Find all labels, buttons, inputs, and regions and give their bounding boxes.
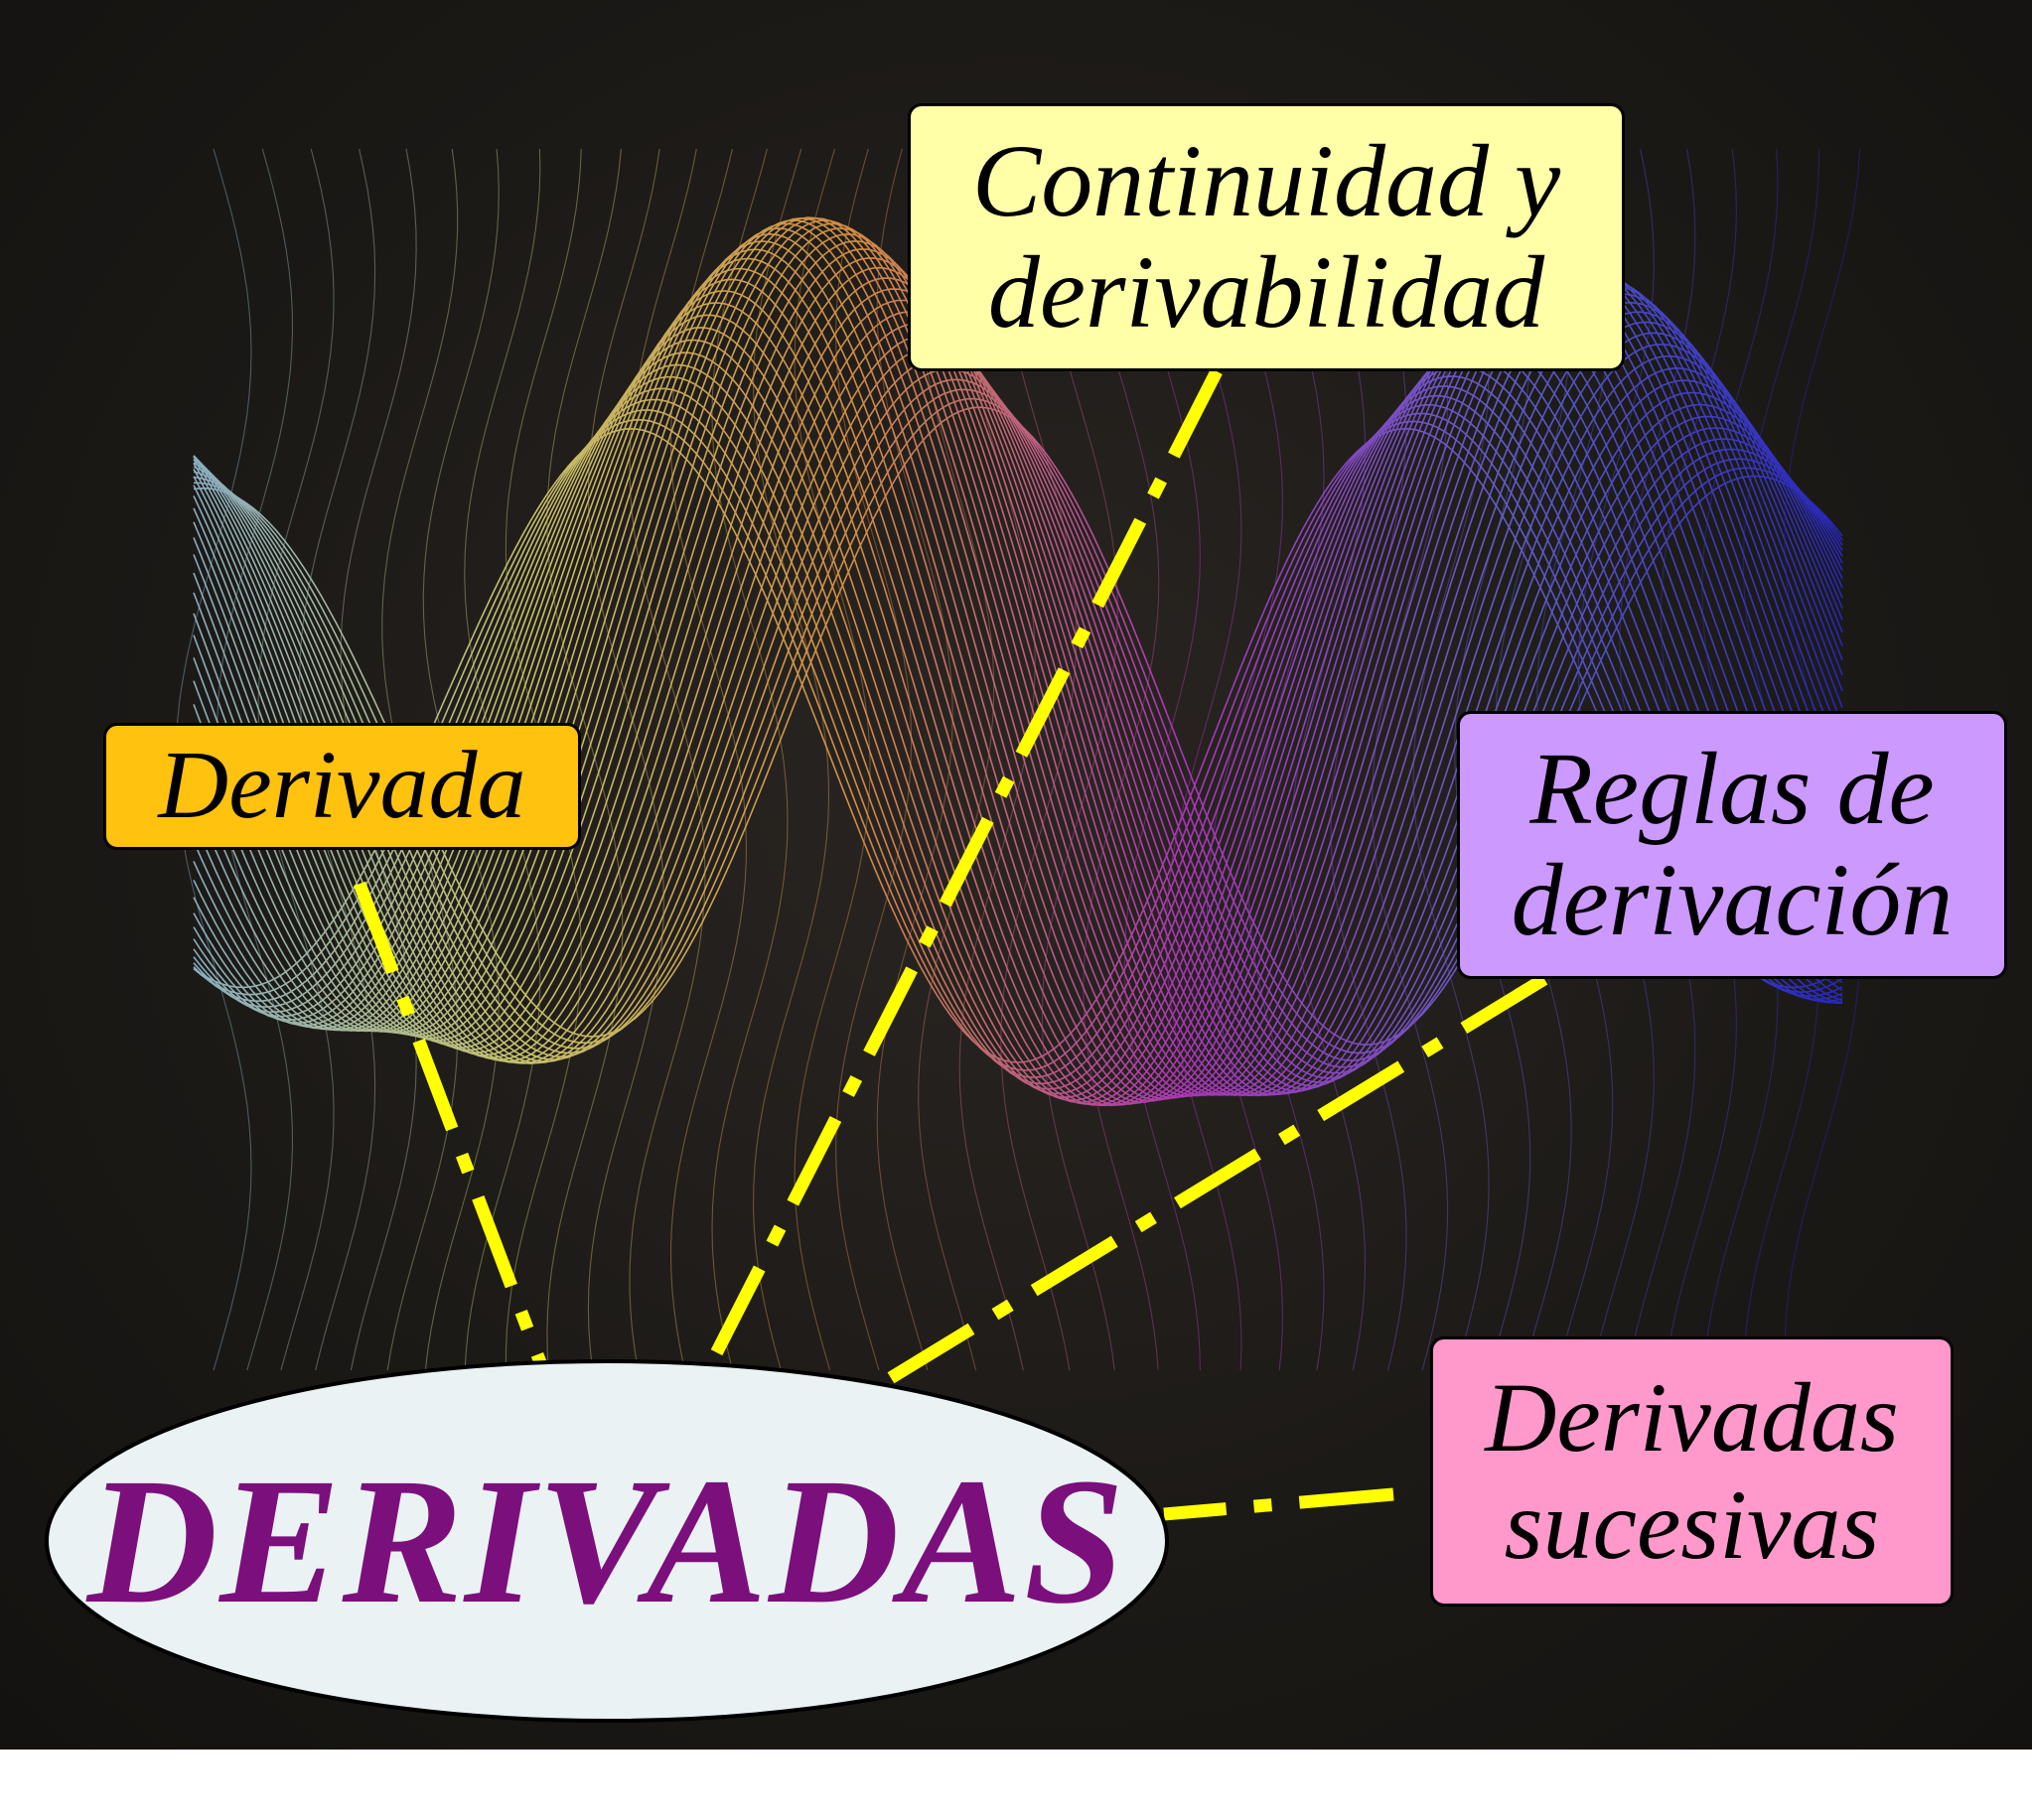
center-node bbox=[45, 1359, 1169, 1723]
connector-reglas bbox=[880, 973, 1548, 1388]
wave-line bbox=[193, 299, 1843, 1094]
wave-line bbox=[193, 409, 1843, 1078]
topic-derivada: Derivada bbox=[103, 723, 581, 850]
wave-mesh-line bbox=[876, 148, 953, 1371]
diagram-canvas: DERIVADAS Derivada Continuidad y derivab… bbox=[0, 0, 2032, 1750]
wave-line bbox=[193, 398, 1843, 1085]
connector-derivada bbox=[353, 881, 548, 1368]
topic-sucesivas-line-1: Derivadas bbox=[1485, 1362, 1899, 1472]
wave-mesh-line bbox=[587, 148, 664, 1371]
connector-lines bbox=[353, 368, 1548, 1521]
topic-reglas-line-1: Reglas de bbox=[1529, 731, 1935, 846]
wave-line bbox=[193, 311, 1843, 1092]
wave-mesh-line bbox=[629, 148, 706, 1371]
connector-sucesivas bbox=[1163, 1487, 1394, 1521]
wave-line bbox=[193, 288, 1843, 1095]
center-node-label: DERIVADAS bbox=[86, 1441, 1127, 1641]
wave-line bbox=[193, 418, 1843, 1071]
topic-continuidad-line-2: derivabilidad bbox=[987, 235, 1545, 350]
wave-line bbox=[193, 323, 1843, 1090]
wave-line bbox=[193, 334, 1843, 1087]
topic-sucesivas-line-2: sucesivas bbox=[1504, 1470, 1880, 1580]
wave-mesh-line bbox=[835, 148, 913, 1371]
connector-continuidad bbox=[704, 368, 1223, 1368]
wave-mesh-line bbox=[669, 148, 747, 1371]
topic-continuidad-derivabilidad: Continuidad y derivabilidad bbox=[908, 103, 1625, 371]
wave-line bbox=[193, 277, 1843, 1096]
topic-reglas-derivacion: Reglas de derivación bbox=[1457, 711, 2007, 979]
wave-line bbox=[193, 427, 1843, 1063]
wave-mesh-line bbox=[753, 148, 830, 1371]
wave-mesh-line bbox=[546, 148, 624, 1371]
wave-line bbox=[193, 346, 1843, 1083]
wave-line bbox=[193, 378, 1843, 1068]
wave-mesh-line bbox=[794, 148, 871, 1371]
topic-derivadas-sucesivas: Derivadas sucesivas bbox=[1430, 1336, 1954, 1607]
wave-mesh-line bbox=[711, 148, 789, 1371]
topic-continuidad-line-1: Continuidad y bbox=[971, 123, 1561, 238]
topic-derivada-line-1: Derivada bbox=[158, 732, 526, 840]
center-node-shape bbox=[45, 1359, 1169, 1723]
topic-reglas-line-2: derivación bbox=[1511, 843, 1954, 957]
